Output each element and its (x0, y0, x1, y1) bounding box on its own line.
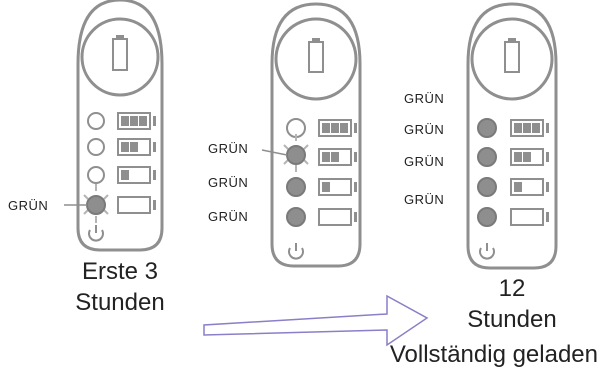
green-label: GRÜN (208, 141, 248, 156)
level-icon-two (510, 148, 549, 166)
led-4 (477, 207, 497, 227)
device-panel-3: GRÜN GRÜN GRÜN GRÜN 12 Stunden (404, 2, 558, 333)
battery-icon (504, 38, 520, 73)
battery-icon (308, 38, 324, 73)
device-panel-2: GRÜN GRÜN GRÜN (208, 2, 362, 268)
battery-icon (112, 35, 128, 71)
caption-line-1: 12 (499, 275, 526, 302)
caption-line-1: Erste 3 (82, 258, 158, 285)
green-label: GRÜN (8, 198, 48, 213)
display-circle (470, 17, 554, 101)
power-icon (288, 243, 304, 260)
fully-charged-label: Vollständig geladen (390, 341, 598, 368)
level-icon-one (117, 166, 156, 184)
led-2 (87, 138, 105, 156)
level-icon-full (318, 119, 357, 137)
level-icon-one (318, 178, 357, 196)
power-icon (479, 243, 495, 260)
caption-line-2: Stunden (75, 289, 164, 316)
caption-line-2: Stunden (467, 306, 556, 333)
led-2-blinking (283, 134, 309, 172)
level-icon-full (510, 119, 549, 137)
level-icon-empty (117, 196, 156, 214)
level-icon-two (117, 138, 156, 156)
level-icon-one (510, 178, 549, 196)
power-icon (88, 225, 104, 242)
led-1 (477, 118, 497, 138)
display-circle (80, 17, 160, 97)
level-icon-full (117, 112, 156, 130)
green-labels: GRÜN GRÜN GRÜN (208, 141, 288, 224)
led-4 (286, 207, 306, 227)
led-3 (286, 177, 306, 197)
device-panel-1: GRÜN Erste 3 Stunden (8, 0, 165, 316)
led-3 (87, 166, 105, 184)
led-2 (477, 147, 497, 167)
level-icon-empty (510, 208, 549, 226)
green-label: GRÜN (208, 175, 248, 190)
green-label: GRÜN (404, 154, 444, 169)
green-label: GRÜN (404, 192, 444, 207)
green-labels: GRÜN GRÜN GRÜN GRÜN (404, 91, 444, 207)
level-icon-two (318, 148, 357, 166)
display-circle (274, 17, 358, 101)
green-label: GRÜN (404, 91, 444, 106)
led-3 (477, 177, 497, 197)
level-icon-empty (318, 208, 357, 226)
green-label: GRÜN (404, 122, 444, 137)
led-1 (87, 112, 105, 130)
progress-arrow (203, 294, 429, 347)
green-label-led-4: GRÜN (8, 198, 87, 213)
led-4-blinking (83, 184, 109, 223)
green-label: GRÜN (208, 209, 248, 224)
